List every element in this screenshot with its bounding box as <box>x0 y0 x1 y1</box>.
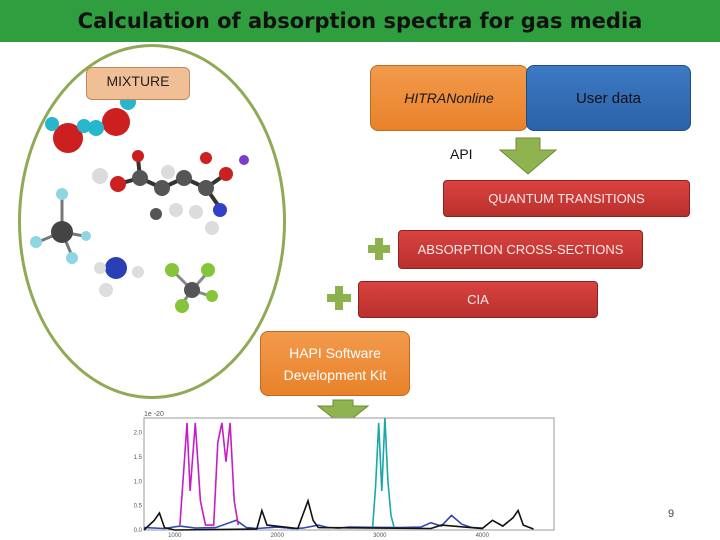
plus-icon-cia <box>327 286 351 310</box>
methane-molecule-icon <box>30 188 91 264</box>
spectrum-series-line <box>179 422 240 526</box>
api-arrow-icon <box>498 137 558 175</box>
spectrum-series-line <box>143 514 483 530</box>
hapi-line-1: HAPI Software <box>289 344 381 361</box>
x-tick-label: 2000 <box>271 533 285 539</box>
user-data-box: User data <box>526 65 691 131</box>
x-tick-labels: 1000 2000 3000 4000 <box>168 533 490 539</box>
hapi-box: HAPI Software Development Kit <box>260 331 410 396</box>
mixture-circle <box>18 44 286 399</box>
hapi-arrow-icon <box>316 399 370 427</box>
freon-molecule-icon <box>165 263 218 313</box>
y-tick-label: 0.0 <box>134 528 143 534</box>
x-tick-label: 4000 <box>476 533 490 539</box>
y-multiplier-label: 1e -20 <box>144 411 164 418</box>
y-tick-label: 1.5 <box>134 455 143 461</box>
x-tick-label: 1000 <box>168 533 182 539</box>
spectrum-series-line <box>143 498 534 531</box>
api-label: API <box>450 146 473 162</box>
y-tick-label: 0.5 <box>134 504 143 510</box>
absorption-cross-sections-box: ABSORPTION CROSS-SECTIONS <box>398 230 643 269</box>
page-title: Calculation of absorption spectra for ga… <box>0 0 720 42</box>
plus-icon-cross-sections <box>368 238 390 260</box>
spectrum-series <box>143 417 534 531</box>
plot-frame <box>143 417 555 531</box>
quantum-transitions-box: QUANTUM TRANSITIONS <box>443 180 690 217</box>
mixture-label: MIXTURE <box>86 67 190 100</box>
amino-acid-molecule-icon <box>92 150 249 235</box>
spectrum-series-line <box>371 417 395 528</box>
hitranonline-box: HITRANonline <box>370 65 528 131</box>
water-molecule-2-icon <box>45 117 91 153</box>
page-number: 9 <box>668 508 675 520</box>
ammonia-molecule-icon <box>94 257 144 297</box>
y-tick-label: 2.0 <box>134 431 143 437</box>
y-tick-labels: 2.0 1.5 1.0 0.5 0.0 <box>134 431 143 534</box>
hapi-line-2: Development Kit <box>283 366 387 383</box>
cia-box: CIA <box>358 281 598 318</box>
y-tick-label: 1.0 <box>134 479 143 485</box>
absorption-spectrum-chart: 1e -20 2.0 1.5 1.0 0.5 0.0 1000 2000 3000 4000 <box>134 411 555 539</box>
x-tick-label: 3000 <box>373 533 387 539</box>
